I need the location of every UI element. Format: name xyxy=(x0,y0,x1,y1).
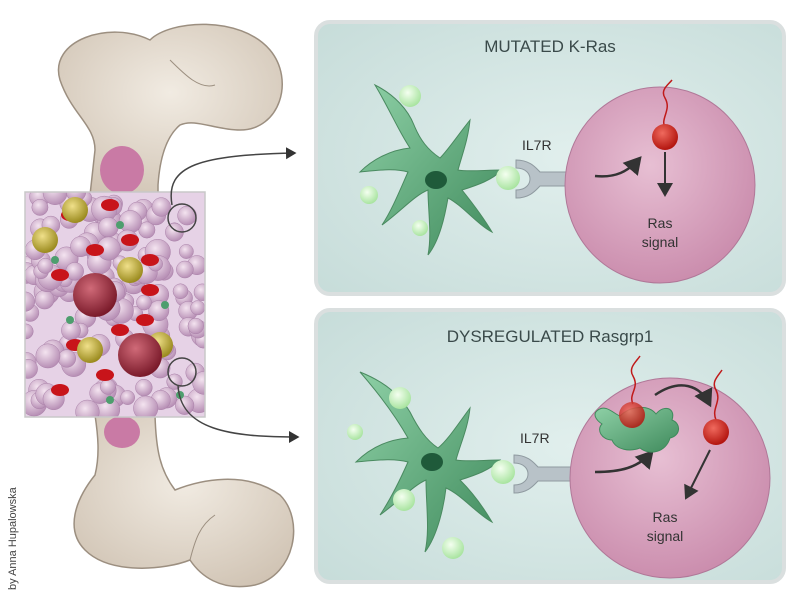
cell-nucleus xyxy=(425,171,447,189)
red-blood-cell xyxy=(101,199,119,211)
marrow-cell xyxy=(138,221,156,239)
red-blood-cell xyxy=(51,269,69,281)
stromal-cell xyxy=(116,221,124,229)
credit-text: by Anna Hupalowska xyxy=(7,486,19,590)
red-blood-cell xyxy=(51,384,69,396)
marrow-cell xyxy=(120,390,135,405)
marrow-cell xyxy=(135,379,153,397)
panel-title: DYSREGULATED Rasgrp1 xyxy=(447,327,654,346)
release-arrow xyxy=(654,384,713,408)
bone-marrow-inset xyxy=(24,191,206,418)
marrow-bottom xyxy=(104,416,140,448)
marrow-cell xyxy=(187,317,204,335)
red-blood-cell xyxy=(141,254,159,266)
fat-cell xyxy=(62,197,88,223)
stromal-cell xyxy=(161,301,169,309)
panel-title: MUTATED K-Ras xyxy=(484,37,616,56)
connector-arrow-bottom xyxy=(177,384,300,443)
marrow-cell xyxy=(35,343,61,369)
red-blood-cell xyxy=(141,284,159,296)
marrow-cell xyxy=(118,210,142,234)
marrow-cell xyxy=(31,199,49,216)
fat-cell xyxy=(117,257,143,283)
il7-ligand xyxy=(442,537,464,559)
red-blood-cell xyxy=(111,324,129,336)
panel-dysregulated-rasgrp1: DYSREGULATED Rasgrp1 IL7R Ras signal xyxy=(314,308,786,584)
marrow-top xyxy=(100,146,144,194)
marrow-cell xyxy=(133,395,159,417)
il7-ligand xyxy=(389,387,411,409)
fat-cell xyxy=(77,337,103,363)
cell-nucleus xyxy=(421,453,443,471)
marrow-cell xyxy=(99,378,116,395)
cell-interior xyxy=(569,377,771,579)
marrow-cell xyxy=(176,260,194,279)
signal-label: Ras xyxy=(648,215,673,231)
marrow-cell xyxy=(57,349,76,368)
red-blood-cell xyxy=(121,234,139,246)
il7-ligand xyxy=(360,186,378,204)
red-blood-cell xyxy=(96,369,114,381)
ras-tail xyxy=(713,369,723,421)
marrow-cell xyxy=(25,359,38,379)
marrow-cell xyxy=(172,283,189,300)
marrow-cell xyxy=(75,399,100,417)
stromal-cell xyxy=(51,256,59,264)
kras-protein xyxy=(652,124,678,150)
receptor-label: IL7R xyxy=(522,137,552,153)
marrow-cell xyxy=(178,244,194,259)
ras-protein-bound xyxy=(619,402,645,428)
connector-arrow-top xyxy=(170,147,297,206)
il7-ligand xyxy=(347,424,363,440)
marrow-cell xyxy=(65,262,84,281)
ras-tail xyxy=(662,79,673,129)
marrow-cell xyxy=(37,257,54,274)
red-blood-cell xyxy=(136,314,154,326)
marrow-cell xyxy=(151,197,171,217)
il7-ligand-bound xyxy=(496,166,520,190)
il7-ligand-bound xyxy=(491,460,515,484)
zoom-circle-top xyxy=(167,203,197,233)
marrow-cell xyxy=(175,395,195,415)
il7r-receptor xyxy=(513,454,585,494)
panel-mutated-kras: MUTATED K-Ras IL7R Ras signal xyxy=(314,20,786,296)
ras-protein-active xyxy=(703,419,729,445)
femur-bone xyxy=(57,23,295,588)
signal-label: Ras xyxy=(653,509,678,525)
signal-label: signal xyxy=(642,234,679,250)
stromal-cell xyxy=(106,396,114,404)
il7-ligand xyxy=(393,489,415,511)
il7r-receptor xyxy=(515,159,587,199)
activation-arrow xyxy=(594,450,654,474)
red-blood-cell xyxy=(86,244,104,256)
marrow-cell xyxy=(136,294,152,311)
marrow-cell xyxy=(98,217,119,238)
cell-interior xyxy=(564,86,756,284)
megakaryocyte xyxy=(118,333,162,377)
stromal-cell xyxy=(66,316,74,324)
fat-cell xyxy=(32,227,58,253)
green-cell xyxy=(358,83,504,256)
activation-arrow xyxy=(594,156,642,178)
zoom-circle-bottom xyxy=(167,357,197,387)
il7-ligand xyxy=(399,85,421,107)
signal-label: signal xyxy=(647,528,684,544)
il7-ligand xyxy=(412,220,428,236)
ras-tail xyxy=(630,355,641,405)
signal-arrow xyxy=(684,449,711,500)
marrow-cell xyxy=(34,289,55,310)
megakaryocyte xyxy=(73,273,117,317)
marrow-cell xyxy=(190,300,205,316)
receptor-label: IL7R xyxy=(520,430,550,446)
marrow-cell xyxy=(193,283,205,301)
